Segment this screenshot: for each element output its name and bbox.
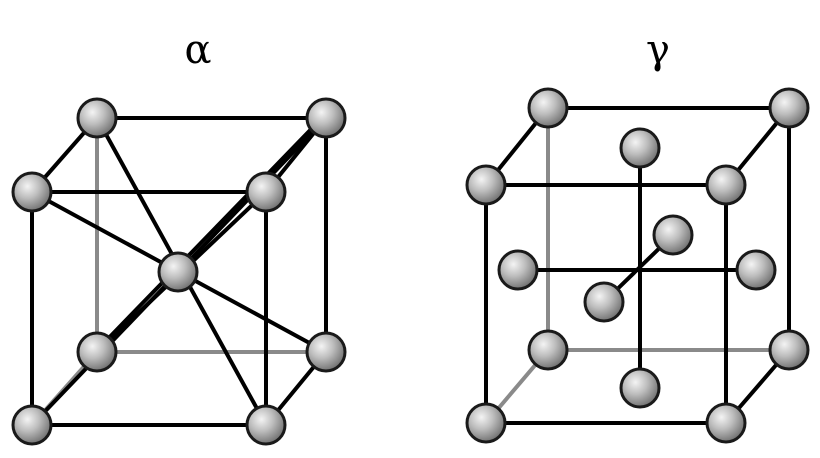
atom [11, 404, 53, 446]
face-center-atom [619, 367, 661, 409]
face-center-atom [652, 214, 694, 256]
gamma-label: γ [646, 27, 670, 73]
center-atom [157, 251, 199, 293]
body-diagonal [99, 118, 322, 348]
atom [76, 97, 118, 139]
atom [768, 329, 810, 371]
atom [705, 402, 747, 444]
atom [705, 164, 747, 206]
atom [768, 87, 810, 129]
atom [245, 171, 287, 213]
alpha-bcc-cell [11, 97, 347, 446]
alpha-label: α [184, 27, 212, 73]
atom [245, 404, 287, 446]
atom [527, 87, 569, 129]
atom [465, 164, 507, 206]
atom [527, 329, 569, 371]
atom [465, 402, 507, 444]
atom [76, 331, 118, 373]
face-center-atom [497, 249, 539, 291]
face-center-atom [735, 249, 777, 291]
face-center-atom [619, 127, 661, 169]
atom [305, 97, 347, 139]
atom [11, 171, 53, 213]
gamma-fcc-cell [465, 87, 810, 444]
atom [305, 331, 347, 373]
face-center-atom [583, 281, 625, 323]
